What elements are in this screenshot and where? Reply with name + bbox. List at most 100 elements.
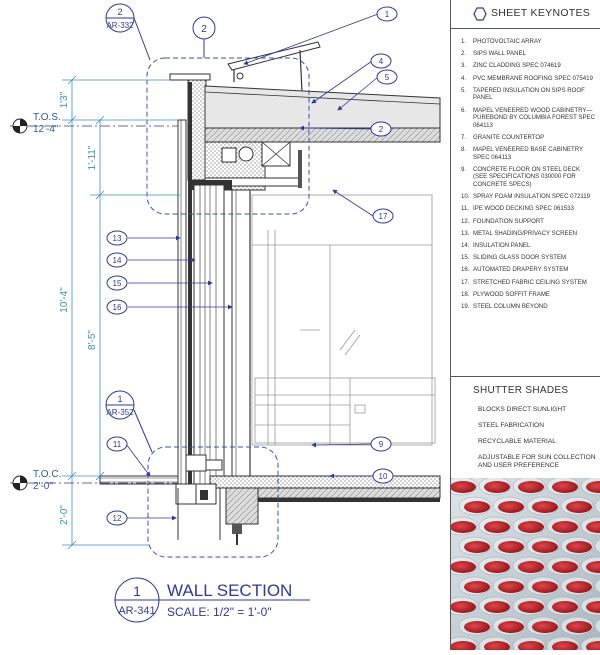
shade-disc bbox=[526, 496, 560, 516]
shade-disc bbox=[451, 516, 478, 536]
callout-13: 13 bbox=[106, 230, 128, 246]
shade-disc bbox=[512, 636, 546, 650]
roof-structure bbox=[169, 41, 441, 191]
shutter-title: SHUTTER SHADES bbox=[473, 385, 569, 396]
shade-disc bbox=[492, 616, 526, 636]
shade-disc bbox=[478, 556, 512, 576]
keynote-item: 8.MAPEL VENEERED BASE CABINETRY SPEC 064… bbox=[461, 146, 596, 161]
keynotes-header: SHEET KEYNOTES bbox=[451, 0, 600, 29]
shade-disc bbox=[580, 556, 600, 576]
sidebar-divider bbox=[451, 376, 600, 377]
shade-disc bbox=[560, 576, 594, 596]
keynote-number: 4. bbox=[461, 74, 467, 82]
wall-assembly bbox=[177, 82, 251, 491]
keynote-number: 14. bbox=[461, 242, 470, 249]
svg-text:17: 17 bbox=[379, 212, 388, 221]
svg-text:1: 1 bbox=[385, 10, 390, 19]
shade-disc bbox=[594, 579, 600, 593]
keynote-number: 19. bbox=[461, 302, 470, 310]
shade-disc bbox=[451, 596, 478, 616]
keynote-number: 15. bbox=[461, 254, 470, 262]
keynote-number: 12. bbox=[461, 217, 470, 225]
keynote-number: 3. bbox=[461, 62, 467, 70]
shade-disc bbox=[458, 616, 492, 636]
svg-text:2: 2 bbox=[379, 125, 384, 134]
keynote-text: PHOTOVOLTAIC ARRAY bbox=[473, 38, 542, 45]
dim-1-11: 1'-11" bbox=[87, 145, 98, 170]
keynote-item: 3.ZINC CLADDING SPEC 074619 bbox=[461, 62, 596, 70]
svg-text:9: 9 bbox=[379, 440, 384, 449]
shade-disc bbox=[478, 596, 512, 616]
shade-disc bbox=[512, 478, 546, 496]
shutter-item: RECYCLABLE MATERIAL bbox=[478, 438, 556, 445]
svg-text:2: 2 bbox=[117, 7, 122, 17]
drawing-title-block: 1 AR-341 WALL SECTION SCALE: 1/2" = 1'-0… bbox=[114, 577, 310, 623]
section-scale: SCALE: 1/2" = 1'-0" bbox=[167, 605, 272, 619]
shade-disc bbox=[560, 616, 594, 636]
shade-disc bbox=[458, 576, 492, 596]
shade-disc bbox=[594, 499, 600, 513]
shade-disc bbox=[478, 516, 512, 536]
callout-11: 11 bbox=[106, 436, 128, 452]
svg-text:AR-332: AR-332 bbox=[106, 21, 134, 30]
detail-ref-section-2: 2 bbox=[192, 16, 216, 58]
shade-disc bbox=[458, 536, 492, 556]
keynote-item: 12.FOUNDATION SUPPORT bbox=[461, 218, 596, 226]
svg-text:16: 16 bbox=[113, 303, 122, 312]
keynote-number: 16. bbox=[461, 266, 470, 274]
shade-disc bbox=[492, 496, 526, 516]
callout-2: 2 bbox=[370, 121, 392, 137]
shade-disc bbox=[580, 596, 600, 616]
keynote-text: FOUNDATION SUPPORT bbox=[473, 217, 544, 225]
shade-disc bbox=[546, 556, 580, 576]
keynote-number: 2. bbox=[461, 50, 467, 58]
svg-text:1: 1 bbox=[117, 394, 122, 404]
keynote-item: 4.PVC MEMBRANE ROOFING SPEC 075419 bbox=[461, 75, 596, 83]
keynote-item: 7.GRANITE COUNTERTOP bbox=[461, 134, 596, 142]
keynote-item: 17.STRETCHED FABRIC CEILING SYSTEM bbox=[461, 279, 596, 287]
floor-assembly bbox=[99, 475, 441, 545]
keynote-item: 5.TAPERED INSULATION ON SIPS ROOF PANEL bbox=[461, 87, 596, 102]
shutter-item: BLOCKS DIRECT SUNLIGHT bbox=[478, 406, 567, 413]
toc-label: T.O.C. bbox=[33, 469, 61, 480]
callout-1: 1 bbox=[376, 6, 398, 22]
svg-text:15: 15 bbox=[113, 279, 122, 288]
shade-disc bbox=[594, 539, 600, 553]
keynote-number: 1. bbox=[461, 38, 467, 45]
keynote-item: 1. PHOTOVOLTAIC ARRAY bbox=[461, 38, 596, 46]
keynote-item: 11.IPE WOOD DECKING SPEC 061533 bbox=[461, 205, 596, 213]
svg-text:12: 12 bbox=[113, 514, 122, 523]
tos-value: 12'-4" bbox=[33, 124, 59, 135]
shade-disc bbox=[526, 576, 560, 596]
keynote-number: 17. bbox=[461, 278, 470, 286]
callout-17: 17 bbox=[372, 208, 394, 224]
shade-disc bbox=[546, 596, 580, 616]
keynote-number: 6. bbox=[461, 106, 467, 114]
hexagon-icon bbox=[473, 7, 487, 21]
keynote-item: 18.PLYWOOD SOFFIT FRAME bbox=[461, 291, 596, 299]
keynote-text: TAPERED INSULATION ON SIPS ROOF PANEL bbox=[473, 86, 585, 102]
keynote-text: METAL SHADING/PRIVACY SCREEN bbox=[473, 229, 578, 237]
shade-disc bbox=[451, 636, 478, 650]
shutter-item: STEEL FABRICATION bbox=[478, 422, 544, 429]
dim-10-4: 10'-4" bbox=[59, 287, 70, 313]
shade-disc bbox=[580, 478, 600, 496]
section-title: WALL SECTION bbox=[167, 581, 292, 600]
callout-15: 15 bbox=[106, 275, 128, 291]
keynote-text: MAPEL VENEERED BASE CABINETRY SPEC 06411… bbox=[473, 146, 583, 161]
keynote-item: 19.STEEL COLUMN BEYOND bbox=[461, 303, 596, 311]
keynote-number: 9. bbox=[461, 165, 467, 173]
keynote-item: 16.AUTOMATED DRAPERY SYSTEM bbox=[461, 266, 596, 274]
keynote-item: 13.METAL SHADING/PRIVACY SCREEN bbox=[461, 230, 596, 238]
shutter-item: ADJUSTABLE FOR SUN COLLECTION AND USER P… bbox=[478, 454, 596, 469]
shade-disc bbox=[546, 516, 580, 536]
keynote-text: IPE WOOD DECKING SPEC 061533 bbox=[473, 205, 574, 213]
keynote-text: MAPEL VENEERED WOOD CABINETRY—PUREBOND B… bbox=[473, 106, 596, 129]
shade-disc bbox=[560, 496, 594, 516]
shade-disc bbox=[492, 576, 526, 596]
keynote-item: 9.CONCRETE FLOOR ON STEEL DECK (SEE SPEC… bbox=[461, 166, 596, 189]
shade-disc bbox=[512, 596, 546, 616]
keynote-text: SLIDING GLASS DOOR SYSTEM bbox=[473, 254, 567, 262]
keynote-number: 10. bbox=[461, 193, 470, 201]
